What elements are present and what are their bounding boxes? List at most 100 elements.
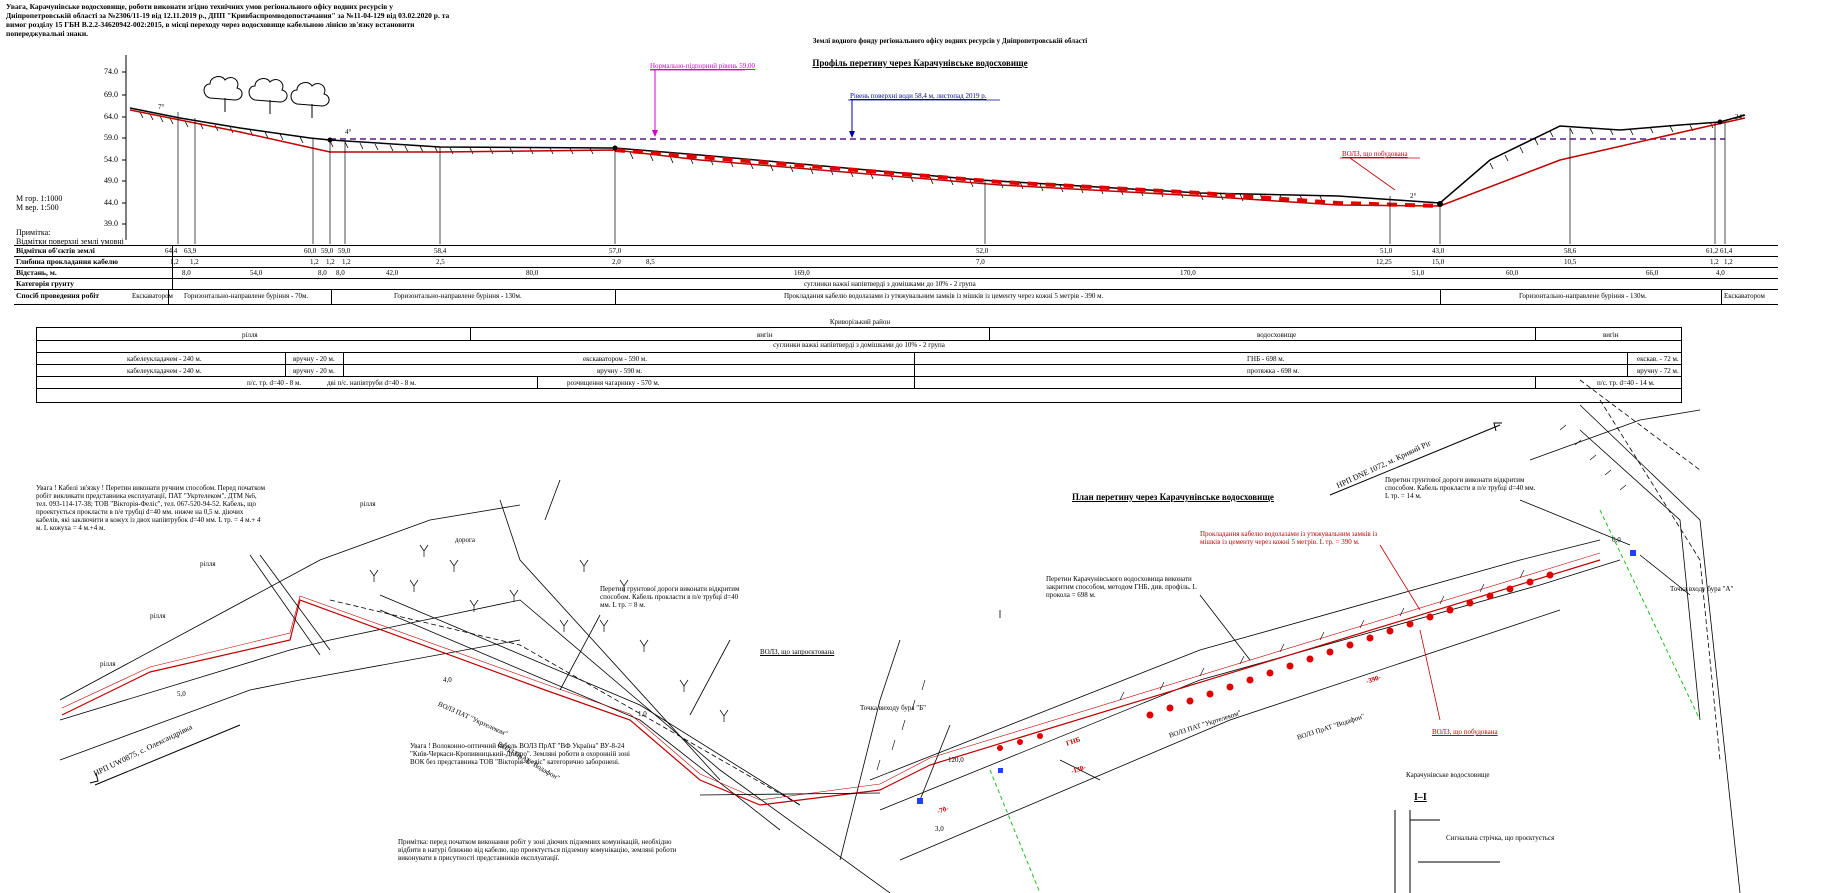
cell: 42,0: [386, 269, 399, 277]
cell: 61,2: [1706, 247, 1719, 255]
cell: 52,0: [976, 247, 989, 255]
cell: п/с. тр. d=40 - 14 м.: [1597, 379, 1655, 387]
cell: 1,2: [326, 258, 335, 266]
cell: 43,0: [1432, 247, 1445, 255]
row-label: Категорія грунту: [16, 279, 74, 288]
cell: 1,2: [1724, 258, 1733, 266]
top-warning-note: Увага, Карачунівське водосховище, роботи…: [6, 2, 450, 38]
reservoir-crossing-note: Перетин Карачунівського водосховища вико…: [1046, 575, 1197, 599]
cell: п/с. тр. d=40 - 8 м.: [247, 379, 302, 387]
profile-note-label: Примітка:: [16, 228, 51, 237]
plan-bottom-note: Примітка: перед початком виконання робіт…: [398, 838, 677, 862]
summary-row-3: п/с. тр. d=40 - 8 м. дві п/с. напівтруби…: [37, 377, 1681, 389]
row-label: Глибина прокладання кабелю: [16, 257, 118, 266]
cell: 60,0: [304, 247, 317, 255]
cell: 54,0: [250, 269, 263, 277]
warning-left-note: Увага ! Кабелі зв'язку ! Перетин виконат…: [36, 484, 266, 532]
cell: 4,0: [1716, 269, 1725, 277]
cell: 51,0: [1412, 269, 1425, 277]
angle-label-bottom: 2°: [1410, 192, 1417, 200]
cell: 2,0: [612, 258, 621, 266]
cell: ГНБ - 698 м.: [1247, 355, 1285, 363]
y-tick-39: 39.0: [104, 219, 118, 228]
profile-row-method: Спосіб проведення робіт Екскаватором Гор…: [14, 290, 1778, 302]
row-label: Спосіб проведення робіт: [16, 291, 99, 300]
profile-table: Відмітки об'єктів землі 64,4 63,9 60,0 5…: [14, 245, 1778, 305]
cell: 57,0: [609, 247, 622, 255]
field-label: рілля: [200, 560, 216, 568]
cell: вручну - 20 м.: [293, 367, 335, 375]
distance-label: 3,0: [935, 825, 944, 833]
cell: 8,0: [182, 269, 191, 277]
signal-tape-label: Сигнальна стрічка, що проєктується: [1446, 834, 1555, 842]
col-header: вигін: [1603, 331, 1619, 339]
cell: 15,0: [1432, 258, 1445, 266]
cell: 51,0: [1380, 247, 1393, 255]
profile-row-distance: Відстань, м. 8,0 54,0 8,0 8,0 42,0 80,0 …: [14, 268, 1778, 279]
profile-row-elevations: Відмітки об'єктів землі 64,4 63,9 60,0 5…: [14, 246, 1778, 257]
angle-label-right: 24°: [1735, 113, 1745, 121]
section-label: I–I: [1414, 792, 1427, 803]
water-level-label: Рівень поверхні води 58,4 м, листопад 20…: [850, 92, 987, 100]
summary-row-2: кабелеукладачем - 240 м. вручну - 20 м. …: [37, 365, 1681, 377]
cell: Горизонтально-направлене буріння - 70м.: [184, 292, 309, 300]
built-line-plan-label: ВОЛЗ, що побудована: [1432, 728, 1498, 736]
cell: 8,0: [336, 269, 345, 277]
cell: 2,5: [436, 258, 445, 266]
cell: вручну - 72 м.: [1637, 367, 1679, 375]
summary-table-title: Криворізький район: [829, 318, 891, 326]
y-tick-69: 69.0: [104, 90, 118, 99]
cell: екскав. - 72 м.: [1637, 355, 1679, 363]
field-label: рілля: [100, 660, 116, 668]
road-crossing-note-right: Перетин грунтової дороги виконати відкри…: [1385, 476, 1536, 500]
cell: 1,2: [342, 258, 351, 266]
built-line-label: ВОЛЗ, що побудована: [1342, 150, 1408, 158]
row-label: Відстань, м.: [16, 268, 57, 277]
plan-title: План перетину через Карачунівське водосх…: [1072, 492, 1274, 502]
road-crossing-note: Перетин грунтової дороги виконати відкри…: [600, 585, 740, 609]
scale-horizontal: М гор. 1:1000: [16, 194, 63, 203]
summary-table: рілля вигін водосховище вигін суглинки в…: [36, 327, 1682, 403]
profile-title: Профіль перетину через Карачунівське вод…: [812, 58, 1028, 68]
summary-soil-row: суглинки важкі напівтверді з домішками д…: [37, 341, 1681, 353]
field-label: рілля: [360, 500, 376, 508]
row-label: Відмітки об'єктів землі: [16, 246, 95, 255]
y-tick-59: 59.0: [104, 133, 118, 142]
scale-vertical: М вер. 1:500: [16, 203, 59, 212]
distance-label: 120,0: [948, 756, 964, 764]
cell: 8,0: [318, 269, 327, 277]
cell: 169,0: [794, 269, 810, 277]
summary-header-row: рілля вигін водосховище вигін: [37, 328, 1681, 341]
profile-row-soil: Категорія грунту суглинки важкі напівтве…: [14, 279, 1778, 290]
summary-row-1: кабелеукладачем - 240 м. вручну - 20 м. …: [37, 353, 1681, 365]
y-tick-49: 49.0: [104, 176, 118, 185]
cell: 8,5: [646, 258, 655, 266]
designed-line-label: ВОЛЗ, що запроєктована: [760, 648, 835, 656]
cell: Екскаватором: [132, 292, 173, 300]
cell: вручну - 590 м.: [597, 367, 643, 375]
diver-laying-note: Прокладання кабелю водолазами із утяжува…: [1200, 530, 1378, 546]
cell: 1,2: [190, 258, 199, 266]
cell: 66,0: [1646, 269, 1659, 277]
cell: кабелеукладачем - 240 м.: [127, 355, 202, 363]
profile-row-depth: Глибина прокладання кабелю 1,2 1,2 1,2 1…: [14, 257, 1778, 268]
cell: 58,6: [1564, 247, 1577, 255]
cell: Прокладання кабелю водолазами із утяжува…: [784, 292, 1104, 300]
distance-label: 1,0: [638, 710, 647, 718]
cell: 10,5: [1564, 258, 1577, 266]
drill-entry-label: Точка входу бура "А": [1670, 585, 1734, 593]
field-label: рілля: [150, 612, 166, 620]
drill-exit-label: Точка виходу бура "Б": [860, 704, 927, 712]
cell: 64,4: [165, 247, 178, 255]
normal-level-label: Нормально-підпорний рівень 59,00: [650, 62, 756, 70]
distance-label: 5,0: [177, 690, 186, 698]
cell: розчищення чагарнику - 570 м.: [567, 379, 660, 387]
y-tick-74: 74.0: [104, 67, 118, 76]
road-label: дорога: [455, 536, 476, 544]
warning-mid-note: Увага ! Волоконно-оптичний кабель ВОЛЗ П…: [410, 742, 630, 766]
y-tick-54: 54.0: [104, 155, 118, 164]
distance-label: 6,0: [1612, 536, 1621, 544]
cell: 1,2: [1710, 258, 1719, 266]
cell: Екскаватором: [1724, 292, 1765, 300]
col-header: водосховище: [1257, 331, 1297, 339]
